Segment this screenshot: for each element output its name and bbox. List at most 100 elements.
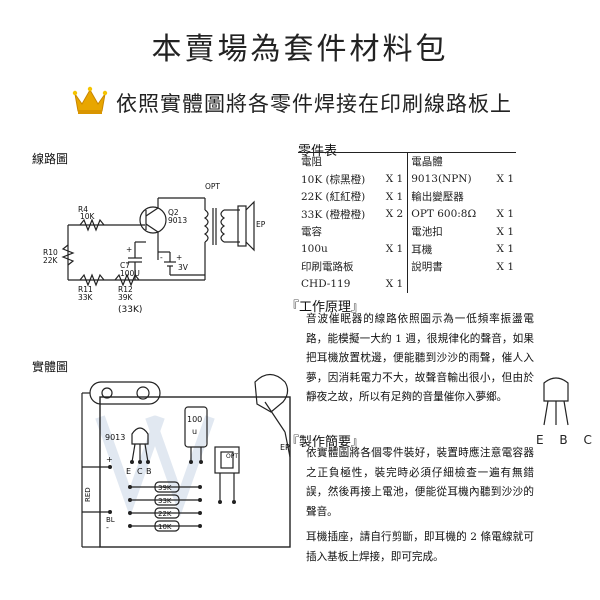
parts-item xyxy=(408,276,490,294)
parts-item: 說明書 xyxy=(411,261,443,274)
parts-item: 10K (棕黑橙) xyxy=(301,173,366,186)
parts-item: 印刷電路板 xyxy=(301,261,354,274)
parts-qty xyxy=(378,223,409,241)
pin-e-label: E xyxy=(126,467,131,476)
resistor-r10 xyxy=(61,244,75,266)
parts-item: 電容 xyxy=(301,226,322,239)
transformer-opt xyxy=(214,446,240,474)
parts-qty: X 2 xyxy=(378,205,409,223)
battery-value: 3V xyxy=(178,263,189,272)
r12-value: 39K xyxy=(118,293,134,302)
q2-part: 9013 xyxy=(168,216,187,225)
parts-item: 100u xyxy=(301,243,328,256)
resistor-39k xyxy=(154,481,180,493)
transistor-pinout-icon xyxy=(543,377,569,426)
r4-label: R4 xyxy=(78,205,88,214)
parts-item: CHD-119 xyxy=(301,278,351,291)
parts-item: OPT 600:8Ω xyxy=(411,208,477,221)
parts-item: 耳機 xyxy=(411,243,433,256)
earphone xyxy=(254,373,289,413)
parts-qty: X 1 xyxy=(496,225,515,238)
q2-label: Q2 xyxy=(168,208,179,217)
res-33k-label: 33K xyxy=(158,497,172,505)
transformer-primary xyxy=(203,209,209,243)
r10-value: 22K xyxy=(43,256,59,265)
work-principle-heading: 『工作原理』 xyxy=(286,300,365,315)
minus-2: - xyxy=(126,259,129,268)
resistor-r12 xyxy=(114,273,140,287)
layout-section-label: 實體圖 xyxy=(32,360,69,374)
cap-unit-label: u xyxy=(192,427,197,436)
assembly-heading: 『製作簡要』 xyxy=(286,435,365,450)
cap-value-label: 100 xyxy=(187,415,202,424)
crown-icon xyxy=(72,86,108,114)
pcb-outline xyxy=(99,396,291,548)
resistor-group xyxy=(130,481,200,532)
resistor-r11 xyxy=(79,273,105,287)
r11-label: R11 xyxy=(78,285,93,294)
pin-c-label: C xyxy=(137,467,143,476)
parts-item: 電晶體 xyxy=(411,156,443,169)
parts-item: 33K (橙橙橙) xyxy=(301,208,366,221)
parts-item: 22K (紅紅橙) xyxy=(301,191,366,204)
parts-qty: X 1 xyxy=(378,188,409,206)
page-subtitle: 依照實體圖將各零件焊接在印刷線路板上 xyxy=(116,92,512,116)
parts-list-title: 零件表 xyxy=(298,144,338,159)
r4-value: 10K xyxy=(80,212,96,221)
parts-item: 9013(NPN) xyxy=(411,173,472,186)
resistor-22k xyxy=(154,507,180,519)
red-wire-label: RED xyxy=(84,487,92,502)
resistor-10k xyxy=(154,520,180,532)
parts-qty: X 1 xyxy=(496,243,515,256)
r10-label: R10 xyxy=(43,248,58,257)
parts-qty: X 1 xyxy=(378,275,409,293)
earphone-symbol xyxy=(237,205,247,247)
layout-transistor-label: 9013 xyxy=(105,433,125,442)
plus-1: + xyxy=(126,245,132,254)
parts-qty: X 1 xyxy=(378,240,409,258)
work-principle-body: 音波催眠器的線路依照圖示為一低頻率振盪電路，能模擬一大約 1 週，很規律化的聲音… xyxy=(306,313,534,403)
r11-value: 33K xyxy=(78,293,94,302)
circuit-diagram: R4 10K Q2 9013 OPT EP R10 22K C7 100U 3V… xyxy=(43,182,266,315)
c7-value: 100U xyxy=(120,269,140,278)
resistor-r4 xyxy=(79,218,105,232)
parts-item: 輸出變壓器 xyxy=(411,191,464,204)
parts-row: 電阻 電晶體 xyxy=(298,152,516,171)
transistor-9013 xyxy=(131,427,149,445)
res-39k-label: 39K xyxy=(158,484,172,492)
parts-qty: X 1 xyxy=(378,170,409,188)
parts-qty xyxy=(490,153,516,171)
parts-item: 電阻 xyxy=(301,156,322,169)
layout-ep-label: EP xyxy=(280,443,290,452)
layout-minus: - xyxy=(106,523,109,532)
page-title: 本賣場為套件材料包 xyxy=(151,32,449,67)
parts-qty xyxy=(378,152,409,171)
assembly-body: 依實體圖將各個零件裝好，裝置時應注意電容器之正負極性，裝完時必須仔細檢查一遍有無… xyxy=(306,447,534,518)
parts-qty xyxy=(490,276,516,294)
circuit-section-label: 線路圖 xyxy=(32,152,69,166)
pin-b-label: B xyxy=(146,467,152,476)
c7-label: C7 xyxy=(120,261,130,270)
layout-diagram: 9013 E C B 100 u OPT EP RED BL + - 39K 3… xyxy=(81,373,291,548)
ep-label: EP xyxy=(256,220,266,229)
parts-qty: X 1 xyxy=(496,260,515,273)
res-10k-label: 10K xyxy=(158,523,172,531)
res-22k-label: 22K xyxy=(158,510,172,518)
transistor-q2 xyxy=(139,206,167,234)
transistor-pin-labels: E B C xyxy=(536,433,598,447)
subtitle-row: 依照實體圖將各零件焊接在印刷線路板上 xyxy=(72,86,542,120)
layout-opt-label: OPT xyxy=(226,453,238,460)
r12-label: R12 xyxy=(118,285,133,294)
parts-qty xyxy=(378,258,409,276)
parts-row: CHD-119 X 1 xyxy=(298,275,516,294)
assembly-note: 耳機插座，請自行剪斷，即耳機的 2 條電線就可插入基板上焊接，即可完成。 xyxy=(306,531,534,563)
r12-note: (33K) xyxy=(118,305,142,315)
layout-plus: + xyxy=(106,455,113,464)
black-wire-label: BL xyxy=(106,516,115,524)
plus-2: + xyxy=(176,253,182,262)
